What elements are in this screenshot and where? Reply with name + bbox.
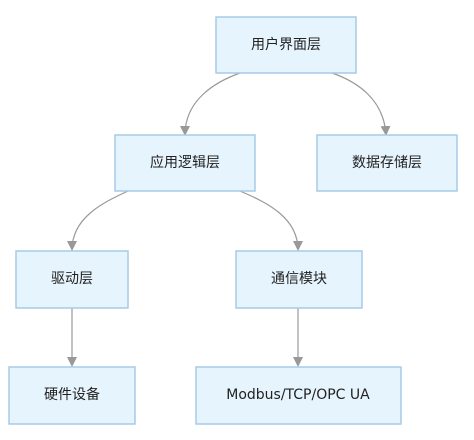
edge-app-logic-to-communication — [239, 190, 303, 251]
node-data-storage-layer[interactable]: 数据存储层 — [316, 134, 458, 192]
edge-app-logic-to-driver — [67, 190, 129, 251]
edges — [67, 72, 391, 367]
node-app-logic-layer-label: 应用逻辑层 — [150, 154, 220, 171]
edge-ui-to-app-logic — [180, 72, 241, 136]
node-communication-module-label: 通信模块 — [271, 271, 327, 287]
node-data-storage-layer-label: 数据存储层 — [352, 155, 422, 171]
node-hardware-device[interactable]: 硬件设备 — [8, 366, 136, 425]
node-driver-layer-label: 驱动层 — [51, 271, 93, 287]
node-hardware-device-label: 硬件设备 — [44, 386, 100, 403]
node-ui-layer-label: 用户界面层 — [251, 36, 321, 53]
node-driver-layer[interactable]: 驱动层 — [15, 250, 129, 309]
node-communication-module[interactable]: 通信模块 — [235, 250, 363, 309]
node-protocols[interactable]: Modbus/TCP/OPC UA — [195, 366, 402, 425]
node-app-logic-layer[interactable]: 应用逻辑层 — [114, 134, 256, 192]
node-ui-layer[interactable]: 用户界面层 — [215, 16, 357, 74]
edge-ui-to-data-storage — [331, 72, 391, 136]
node-protocols-label: Modbus/TCP/OPC UA — [226, 387, 370, 403]
